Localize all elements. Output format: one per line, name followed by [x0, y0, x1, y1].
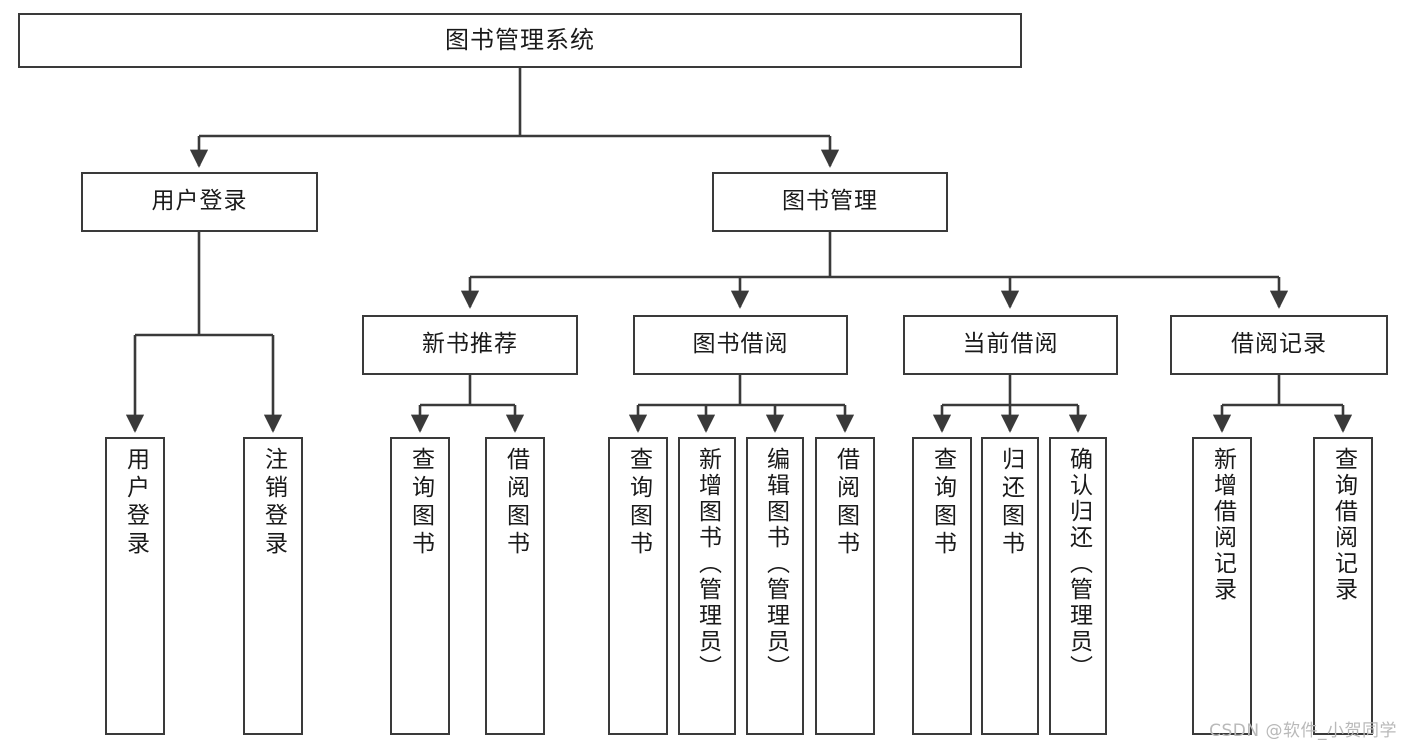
- node-label: 借阅记录: [1231, 331, 1327, 358]
- node-label: 当前借阅: [962, 331, 1059, 358]
- node-label: 查询借阅记录: [1330, 447, 1357, 603]
- node-leaf-confirm-return[interactable]: 确认归还（管理员）: [1049, 437, 1107, 735]
- node-label: 新增图书（管理员）: [694, 447, 721, 681]
- node-label: 编辑图书（管理员）: [762, 447, 789, 681]
- node-leaf-query-book-1[interactable]: 查询图书: [390, 437, 450, 735]
- node-label: 归还图书: [997, 447, 1024, 559]
- node-leaf-return-book[interactable]: 归还图书: [981, 437, 1039, 735]
- node-leaf-edit-book[interactable]: 编辑图书（管理员）: [746, 437, 804, 735]
- node-current-borrow[interactable]: 当前借阅: [903, 315, 1118, 375]
- node-leaf-add-book[interactable]: 新增图书（管理员）: [678, 437, 736, 735]
- node-label: 新增借阅记录: [1209, 447, 1236, 603]
- node-label: 图书管理: [782, 188, 878, 215]
- node-book-borrow[interactable]: 图书借阅: [633, 315, 848, 375]
- node-leaf-add-record[interactable]: 新增借阅记录: [1192, 437, 1252, 735]
- node-label: 借阅图书: [502, 447, 529, 559]
- node-leaf-query-record[interactable]: 查询借阅记录: [1313, 437, 1373, 735]
- node-book-manage[interactable]: 图书管理: [712, 172, 948, 232]
- node-label: 查询图书: [929, 447, 956, 559]
- node-leaf-logout[interactable]: 注销登录: [243, 437, 303, 735]
- node-label: 借阅图书: [832, 447, 859, 559]
- node-label: 新书推荐: [422, 331, 518, 358]
- node-new-book-recommend[interactable]: 新书推荐: [362, 315, 578, 375]
- node-leaf-borrow-book-2[interactable]: 借阅图书: [815, 437, 875, 735]
- node-label: 注销登录: [260, 447, 287, 559]
- node-label: 图书借阅: [692, 331, 789, 358]
- node-label: 查询图书: [625, 447, 652, 559]
- node-borrow-record[interactable]: 借阅记录: [1170, 315, 1388, 375]
- node-root-system[interactable]: 图书管理系统: [18, 13, 1022, 68]
- node-leaf-query-book-2[interactable]: 查询图书: [608, 437, 668, 735]
- node-label: 查询图书: [407, 447, 434, 559]
- node-label: 确认归还（管理员）: [1065, 447, 1092, 681]
- watermark-text: CSDN @软件_小贺同学: [1209, 721, 1397, 741]
- node-label: 用户登录: [122, 447, 149, 559]
- node-label: 图书管理系统: [445, 26, 595, 55]
- node-user-login[interactable]: 用户登录: [81, 172, 318, 232]
- node-label: 用户登录: [151, 188, 248, 215]
- node-leaf-query-book-3[interactable]: 查询图书: [912, 437, 972, 735]
- node-leaf-borrow-book-1[interactable]: 借阅图书: [485, 437, 545, 735]
- node-leaf-user-login[interactable]: 用户登录: [105, 437, 165, 735]
